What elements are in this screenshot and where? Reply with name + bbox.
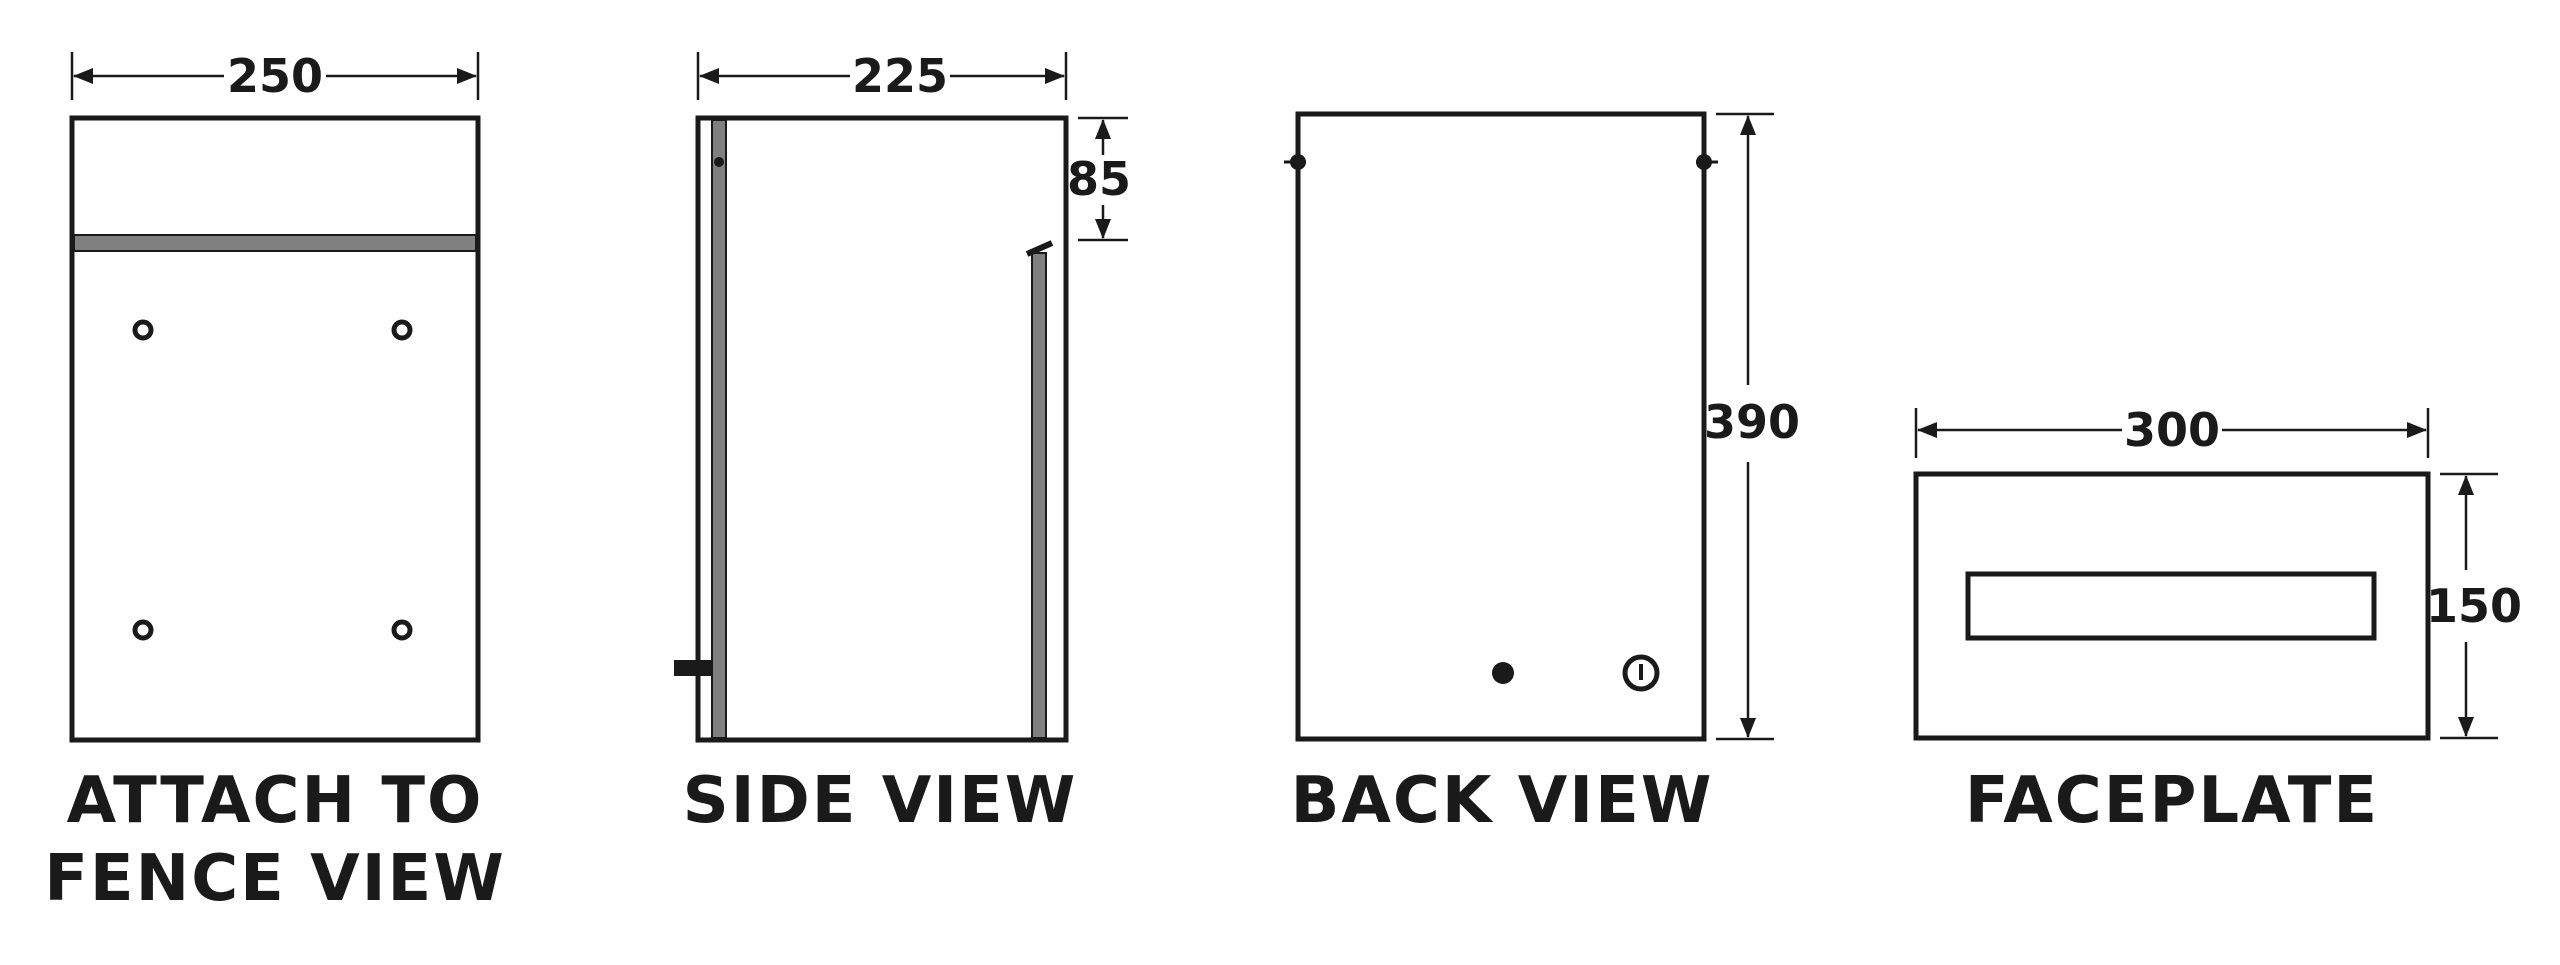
- fence-caption-line1: ATTACH TO: [67, 764, 484, 838]
- side-slot-dim: 85: [1067, 152, 1131, 206]
- fence-width-dim: 250: [227, 49, 323, 103]
- side-latch-tab: [674, 660, 712, 676]
- back-height-dim: 390: [1704, 395, 1800, 449]
- mounting-hole-icon: [132, 319, 154, 341]
- fence-caption-line2: FENCE VIEW: [44, 842, 506, 916]
- mounting-hole-icon: [391, 619, 413, 641]
- fence-body-outline: [69, 115, 481, 743]
- side-front-panel: [1031, 252, 1047, 739]
- back-caption: BACK VIEW: [1291, 764, 1714, 838]
- side-hinge-dot: [714, 157, 724, 167]
- faceplate-view: 300 150 FACEPLATE: [1913, 403, 2522, 838]
- faceplate-outline: [1913, 471, 2431, 741]
- faceplate-height-dim: 150: [2426, 579, 2522, 633]
- faceplate-width-dim: 300: [2124, 403, 2220, 457]
- side-view: 225 85 SIDE VIEW: [674, 49, 1131, 838]
- back-rivet-icon: [1492, 662, 1514, 684]
- faceplate-caption: FACEPLATE: [1965, 764, 2379, 838]
- back-body-outline: [1295, 111, 1707, 742]
- side-front-lip: [1025, 240, 1054, 257]
- fence-view: 250 ATTACH TO FENCE VIEW: [44, 49, 506, 916]
- side-caption: SIDE VIEW: [683, 764, 1078, 838]
- mounting-hole-icon: [132, 619, 154, 641]
- side-back-panel: [711, 119, 727, 739]
- side-body-outline: [695, 115, 1069, 743]
- side-width-dim: 225: [852, 49, 948, 103]
- mounting-hole-icon: [391, 319, 413, 341]
- lock-icon: [1622, 654, 1660, 692]
- fence-top-band: [73, 234, 477, 252]
- mail-slot: [1965, 571, 2377, 641]
- back-view: 390 BACK VIEW: [1284, 111, 1800, 838]
